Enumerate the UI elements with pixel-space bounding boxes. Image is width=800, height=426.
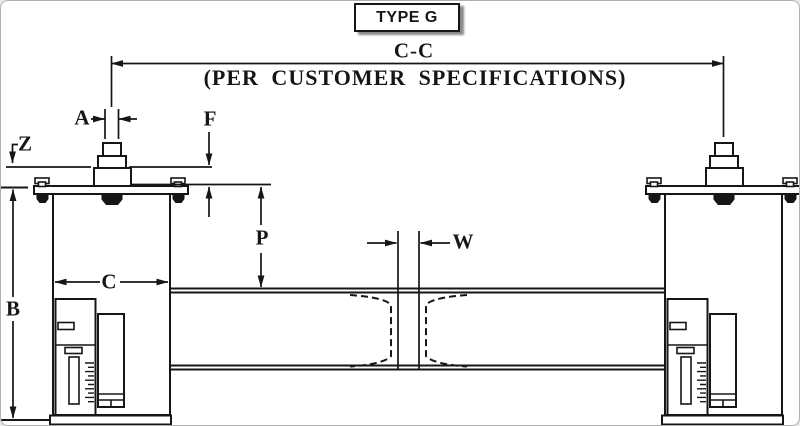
dim-label-p: P: [255, 225, 269, 250]
dim-cc-lines: [110, 56, 725, 137]
right-support-unit: [645, 142, 799, 425]
dim-label-z: Z: [17, 131, 33, 156]
dim-a-lines: [91, 109, 137, 139]
dim-f-lines: [131, 132, 271, 217]
center-weld-web: [349, 231, 468, 370]
dim-label-f: F: [203, 106, 217, 131]
dim-label-w: W: [452, 229, 474, 254]
title-box: TYPE G: [354, 3, 460, 32]
dim-label-c: C: [101, 269, 117, 294]
dim-label-cc: C-C: [393, 38, 435, 63]
dim-label-a: A: [74, 105, 90, 130]
dim-label-b: B: [5, 296, 21, 321]
cross-tube: [169, 287, 666, 371]
dim-z-leader: [6, 143, 212, 168]
dim-b-lines: [1, 186, 49, 421]
title-text: TYPE G: [376, 8, 438, 26]
dim-label-cc-note: (PER CUSTOMER SPECIFICATIONS): [203, 65, 627, 90]
